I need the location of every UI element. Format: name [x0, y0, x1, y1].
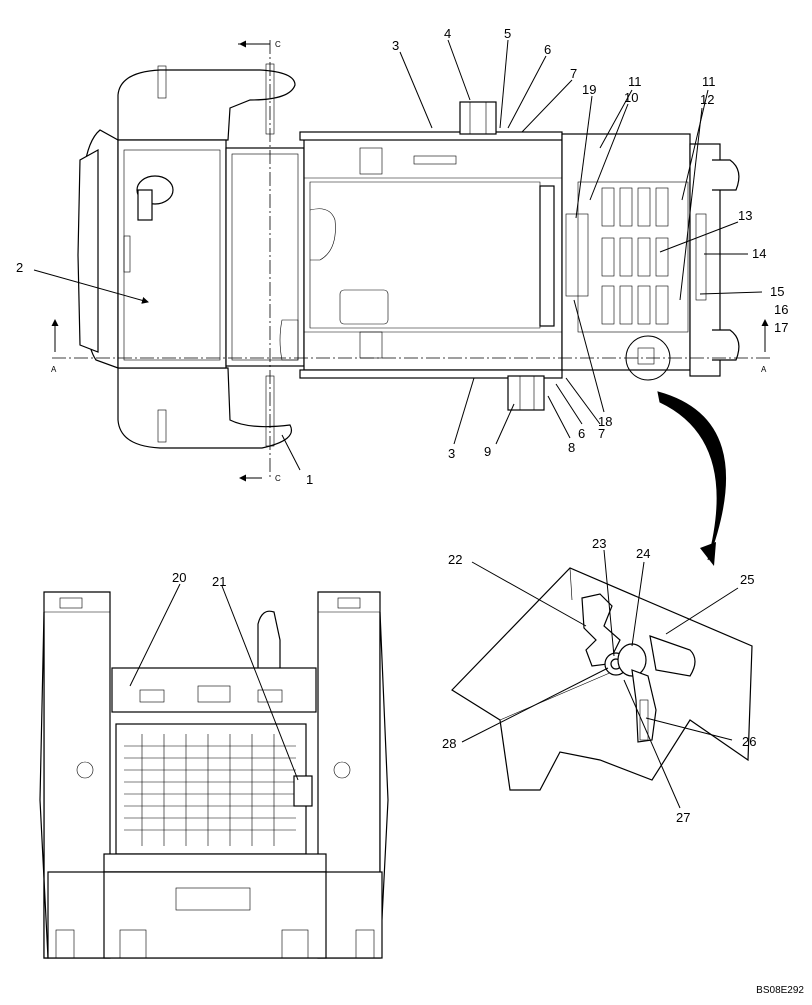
callout-6-bottom: 6	[578, 426, 585, 441]
callout-10: 10	[624, 90, 638, 105]
callout-20: 20	[172, 570, 186, 585]
callout-21: 21	[212, 574, 226, 589]
callout-11-left: 11	[628, 74, 642, 89]
callout-9: 9	[484, 444, 491, 459]
section-label-a-left: A	[51, 365, 57, 374]
callout-26: 26	[742, 734, 756, 749]
callout-7-bottom: 7	[598, 426, 605, 441]
callout-8: 8	[568, 440, 575, 455]
callout-labels: 1 2 3 4 5 6 7 11 10 19 11 12 13 14 15 16…	[16, 26, 788, 825]
figure-code: BS08E292	[756, 985, 804, 996]
section-label-a-right: A	[761, 365, 767, 374]
section-line-a: A A	[51, 319, 770, 374]
switch-panel	[601, 187, 669, 325]
section-label-c-bottom: C	[275, 474, 281, 483]
callout-4: 4	[444, 26, 451, 41]
callout-1: 1	[306, 472, 313, 487]
callout-7-top: 7	[570, 66, 577, 81]
callout-16: 16	[774, 302, 788, 317]
callout-23: 23	[592, 536, 606, 551]
radiator-grille	[124, 734, 296, 846]
callout-11-right: 11	[702, 74, 716, 89]
callout-5: 5	[504, 26, 511, 41]
section-line-c: C C	[238, 40, 281, 483]
rear-view	[39, 591, 389, 959]
callout-25: 25	[740, 572, 754, 587]
detail-arrow	[657, 391, 726, 566]
callout-19: 19	[582, 82, 596, 97]
callout-12: 12	[700, 92, 714, 107]
callout-22: 22	[448, 552, 462, 567]
top-view-frame	[77, 63, 740, 449]
section-label-c-top: C	[275, 40, 281, 49]
callout-14: 14	[752, 246, 766, 261]
callout-3-bottom: 3	[448, 446, 455, 461]
callout-6-top: 6	[544, 42, 551, 57]
callout-18: 18	[598, 414, 612, 429]
callout-3-top: 3	[392, 38, 399, 53]
callout-24: 24	[636, 546, 650, 561]
callout-27: 27	[676, 810, 690, 825]
callout-28: 28	[442, 736, 456, 751]
callout-2: 2	[16, 260, 23, 275]
detail-view-latch	[451, 567, 753, 791]
callout-13: 13	[738, 208, 752, 223]
callout-17: 17	[774, 320, 788, 335]
leader-lines	[33, 39, 763, 809]
callout-15: 15	[770, 284, 784, 299]
